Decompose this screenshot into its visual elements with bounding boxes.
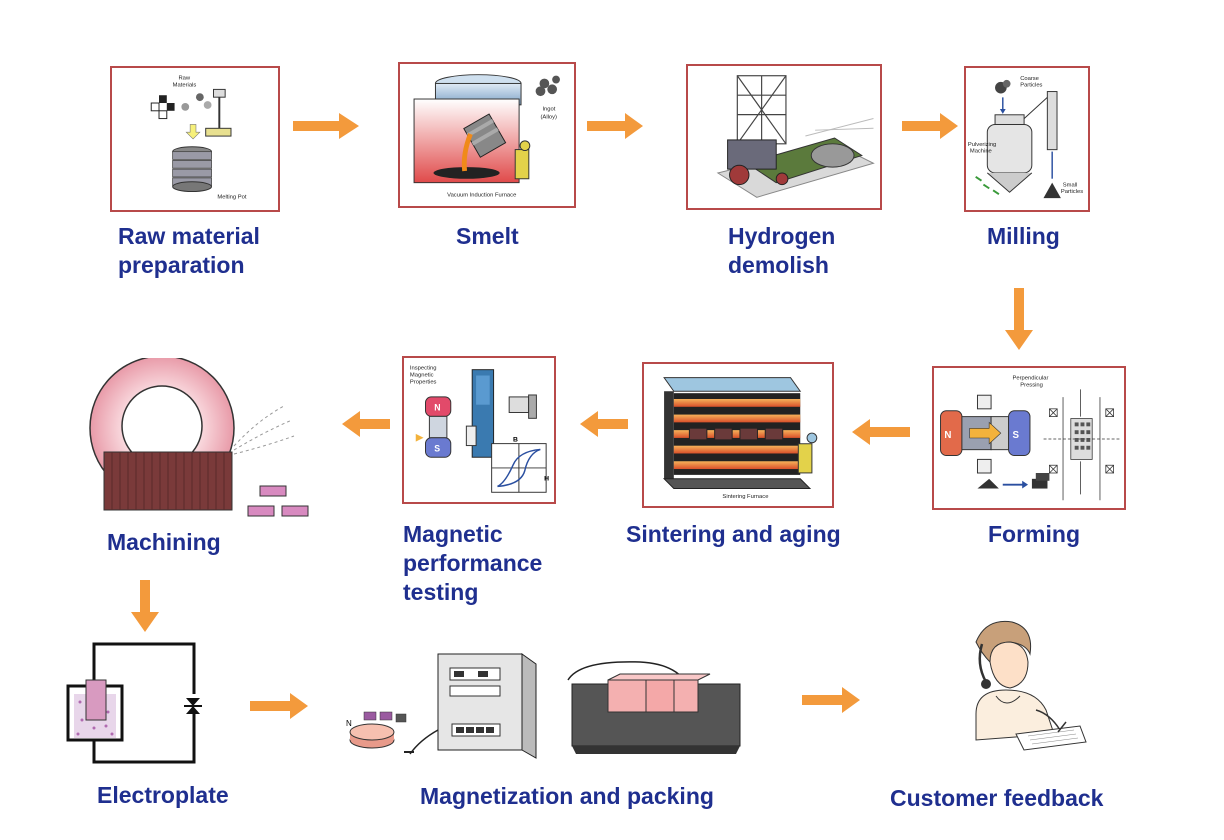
arrow-right-icon	[902, 113, 958, 139]
stage-hydrogen-label: Hydrogen demolish	[728, 223, 836, 278]
svg-text:Properties: Properties	[410, 379, 437, 385]
stage-raw-material-frame: Raw Materials Melting Pot	[110, 66, 280, 212]
stage-magnetization-label: Magnetization and packing	[420, 783, 714, 809]
arrow-left-icon	[342, 411, 390, 437]
stage-smelt-label: Smelt	[456, 223, 519, 249]
arrow-left-icon	[852, 419, 910, 445]
svg-text:B: B	[513, 437, 518, 444]
stage-machining-label: Machining	[107, 529, 221, 555]
stage-raw-material-label: Raw material preparation	[118, 223, 260, 278]
hydrogen-plant-icon	[716, 75, 875, 198]
stage-milling-label: Milling	[987, 223, 1060, 249]
sintering-furnace-icon: Sintering Furnace	[662, 377, 818, 500]
arrow-left-icon	[580, 411, 628, 437]
svg-text:Machine: Machine	[970, 149, 992, 155]
svg-text:Inspecting: Inspecting	[410, 366, 437, 372]
svg-text:Coarse: Coarse	[1020, 76, 1039, 82]
svg-text:Magnetic: Magnetic	[410, 372, 434, 378]
electroplating-cell-icon	[66, 642, 208, 764]
customer-service-icon	[975, 620, 1087, 751]
stage-sintering-frame: Sintering Furnace	[642, 362, 834, 508]
svg-text:Small: Small	[1063, 182, 1078, 188]
svg-text:Pulverizing: Pulverizing	[968, 142, 996, 148]
svg-text:Pressing: Pressing	[1020, 382, 1043, 388]
svg-text:Melting Pot: Melting Pot	[217, 194, 247, 200]
stage-hydrogen-frame	[686, 64, 882, 210]
stage-forming-label: Forming	[988, 521, 1080, 547]
svg-text:N: N	[346, 719, 352, 728]
svg-text:(Alloy): (Alloy)	[540, 114, 557, 120]
svg-text:Materials: Materials	[173, 82, 197, 88]
svg-text:Ingot: Ingot	[542, 107, 555, 113]
arrow-down-icon	[1005, 288, 1033, 350]
svg-text:N: N	[434, 403, 440, 413]
arrow-right-icon	[802, 687, 860, 713]
stage-magnetic-testing-label: Magnetic performance testing	[403, 521, 543, 605]
svg-text:Perpendicular: Perpendicular	[1012, 376, 1048, 382]
stage-sintering-label: Sintering and aging	[626, 521, 841, 547]
magnetizer-icon: N	[346, 653, 741, 759]
svg-text:Sintering Furnace: Sintering Furnace	[722, 494, 768, 500]
svg-text:Vacuum Induction Furnace: Vacuum Induction Furnace	[447, 192, 516, 198]
grinding-wheel-icon	[89, 358, 309, 517]
raw-material-icon: Raw Materials Melting Pot	[150, 76, 247, 200]
arrow-right-icon	[250, 693, 308, 719]
svg-text:Particles: Particles	[1020, 83, 1042, 89]
arrow-right-icon	[293, 113, 359, 139]
svg-text:S: S	[1012, 430, 1019, 441]
stage-smelt-frame: Ingot(Alloy) Vacuum Induction Furnace	[398, 62, 576, 208]
vacuum-furnace-icon: Ingot(Alloy) Vacuum Induction Furnace	[413, 74, 560, 198]
stage-customer-feedback-label: Customer feedback	[890, 785, 1104, 811]
stage-electroplate-label: Electroplate	[97, 782, 229, 808]
svg-text:N: N	[944, 430, 951, 441]
arrow-down-icon	[131, 580, 159, 632]
svg-text:Raw: Raw	[178, 76, 190, 82]
svg-text:S: S	[434, 443, 440, 453]
svg-text:Particles: Particles	[1061, 189, 1083, 195]
arrow-right-icon	[587, 113, 643, 139]
svg-text:H: H	[544, 476, 549, 483]
